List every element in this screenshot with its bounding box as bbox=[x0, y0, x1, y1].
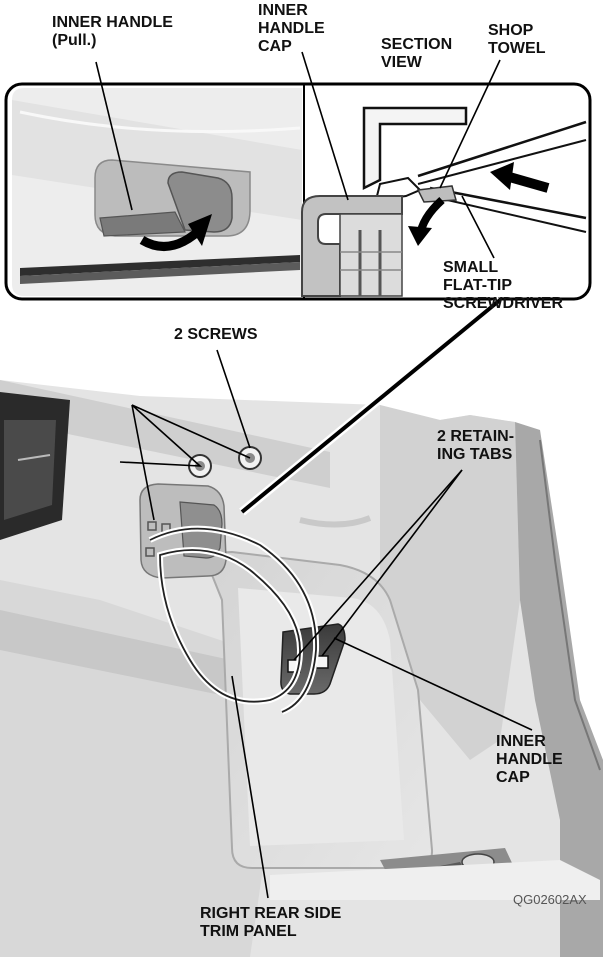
callout-inner-handle-pull: INNER HANDLE (Pull.) bbox=[52, 14, 173, 49]
leader-tab-1 bbox=[293, 469, 463, 661]
figure-code: QG02602AX bbox=[513, 892, 587, 907]
main-view bbox=[0, 380, 603, 957]
zoom-line bbox=[240, 298, 502, 514]
section-handle-cap bbox=[301, 195, 403, 297]
callout-small-flat-tip-screwdriver: SMALL FLAT-TIP SCREWDRIVER bbox=[443, 259, 564, 312]
handle-closeup bbox=[12, 88, 302, 296]
callout-shop-towel: SHOP TOWEL bbox=[488, 22, 546, 57]
leader-screw-right bbox=[216, 349, 251, 449]
leader-inner-handle bbox=[95, 61, 133, 211]
leader-shop-towel bbox=[439, 59, 501, 189]
leader-handle-cap-top bbox=[301, 51, 349, 201]
inner-handle-part bbox=[167, 171, 233, 233]
leader-handle-cap-bottom bbox=[333, 637, 533, 731]
callout-two-retaining-tabs: 2 RETAIN- ING TABS bbox=[437, 428, 515, 463]
callout-two-screws: 2 SCREWS bbox=[174, 326, 258, 343]
callout-right-rear-side-trim-panel: RIGHT REAR SIDE TRIM PANEL bbox=[200, 905, 342, 940]
leader-tab-2 bbox=[321, 469, 463, 657]
leader-lines bbox=[95, 51, 533, 899]
callout-section-view: SECTION VIEW bbox=[381, 36, 453, 71]
section-view-drawing bbox=[301, 106, 587, 297]
leader-screwdriver bbox=[461, 195, 495, 259]
leader-trim-panel bbox=[231, 675, 269, 899]
callout-inner-handle-cap-top: INNER HANDLE CAP bbox=[258, 2, 325, 55]
push-arrow bbox=[504, 171, 550, 193]
leader-screws-loop bbox=[131, 404, 155, 521]
callout-inner-handle-cap-bottom: INNER HANDLE CAP bbox=[496, 733, 563, 786]
leader-screws-x bbox=[119, 404, 251, 467]
pillar-trim bbox=[515, 422, 603, 957]
detail-inset bbox=[4, 82, 592, 301]
